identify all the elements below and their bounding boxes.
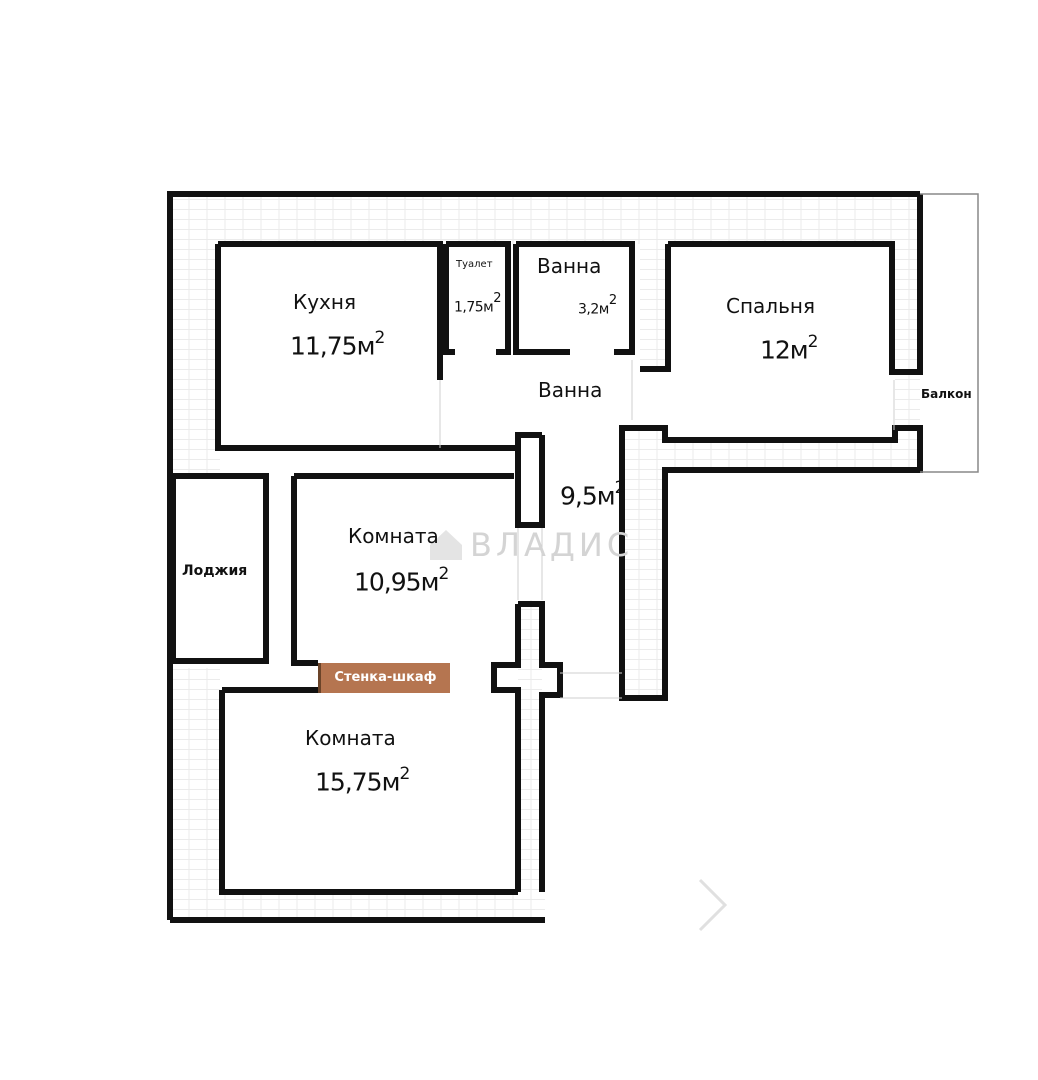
bath-name: Ванна bbox=[537, 254, 602, 278]
outer-wall-band bbox=[170, 194, 920, 920]
hall-area: 9,5м2 bbox=[560, 478, 625, 511]
wardrobe-label: Стенка-шкаф bbox=[318, 663, 450, 693]
room1-area: 10,95м2 bbox=[354, 564, 449, 597]
room2-area: 15,75м2 bbox=[315, 764, 410, 797]
toilet-area: 1,75м2 bbox=[454, 291, 502, 316]
kitchen-name: Кухня bbox=[293, 290, 356, 314]
watermark-corner-icon bbox=[698, 878, 728, 932]
balcony-outline bbox=[920, 193, 979, 473]
room-walls bbox=[219, 473, 518, 895]
kitchen-area: 11,75м2 bbox=[290, 328, 385, 361]
hall-name: Ванна bbox=[538, 378, 603, 402]
watermark-logo-icon bbox=[430, 530, 462, 560]
wc-walls bbox=[443, 241, 915, 375]
opening-lines bbox=[439, 360, 895, 699]
room1-name: Комната bbox=[348, 524, 439, 548]
outer-walls bbox=[167, 191, 923, 923]
bedroom-area: 12м2 bbox=[760, 332, 818, 365]
watermark-brand: ВЛАДИС bbox=[470, 526, 634, 564]
hall-walls bbox=[491, 435, 563, 892]
toilet-name: Туалет bbox=[456, 259, 493, 270]
bath-area: 3,2м2 bbox=[578, 293, 617, 318]
balcony-label: Балкон bbox=[921, 387, 972, 401]
bedroom-name: Спальня bbox=[726, 294, 815, 318]
loggia-walls bbox=[170, 473, 269, 664]
loggia-label: Лоджия bbox=[182, 563, 248, 579]
room2-name: Комната bbox=[305, 726, 396, 750]
